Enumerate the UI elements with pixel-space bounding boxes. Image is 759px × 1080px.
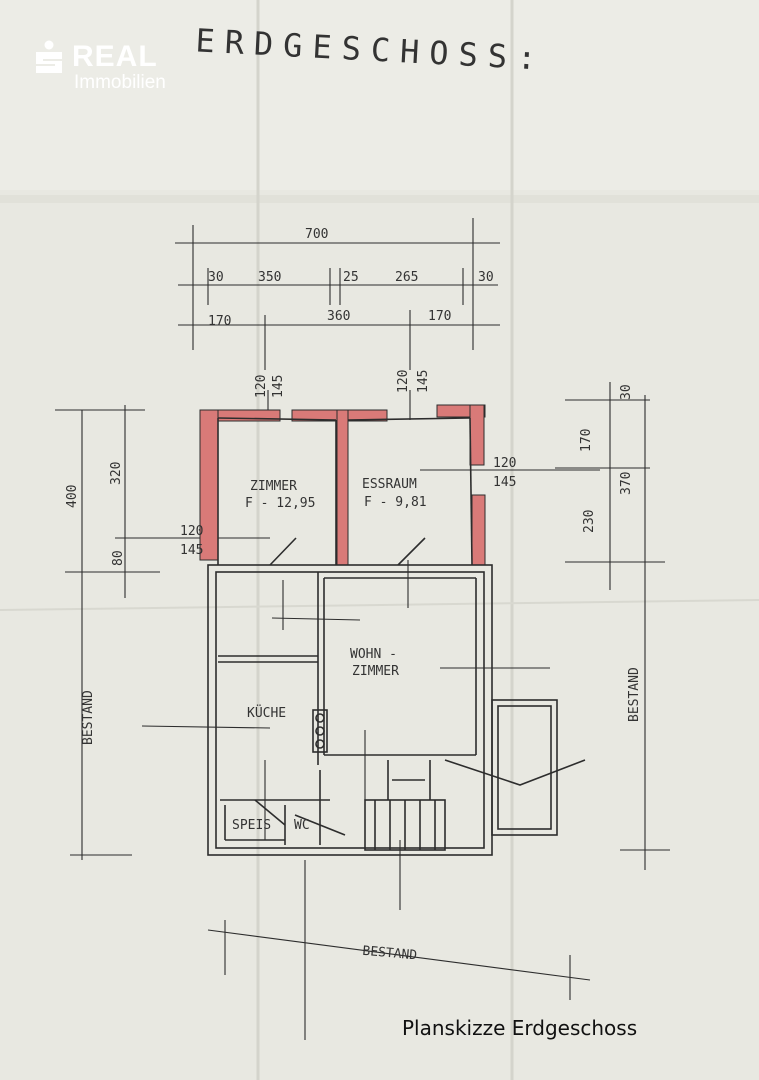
dim-vert-r1: 120 (396, 370, 411, 393)
room-zimmer: ZIMMER (250, 479, 297, 494)
bestand-left: BESTAND (81, 690, 96, 745)
sparkasse-s-icon (36, 40, 62, 73)
dim-vert-l2: 145 (271, 375, 286, 398)
room-wc: WC (294, 818, 310, 833)
dim-vert-l1: 120 (254, 375, 269, 398)
dim-top-e: 30 (478, 270, 494, 285)
logo-brand: REAL (72, 40, 158, 73)
dim-top-g: 360 (327, 309, 350, 324)
dim-top-b: 350 (258, 270, 281, 285)
logo-sub: Immobilien (74, 72, 166, 93)
dim-right-top: 30 (619, 384, 634, 400)
dim-top-d: 265 (395, 270, 418, 285)
room-kueche: KÜCHE (247, 704, 286, 721)
dim-top-a: 30 (208, 270, 224, 285)
dim-left-w1: 120 (180, 524, 203, 539)
dim-top-c: 25 (343, 270, 359, 285)
room-speis: SPEIS (232, 818, 271, 833)
caption: Planskizze Erdgeschoss (402, 1016, 638, 1040)
bestand-right: BESTAND (627, 667, 642, 722)
room-wohn-line1: WOHN - (350, 647, 397, 662)
dim-right-total: 370 (619, 472, 634, 495)
dim-top-total: 700 (305, 227, 328, 242)
room-essraum-area: F - 9,81 (364, 495, 427, 510)
dim-vert-r2: 145 (416, 370, 431, 393)
real-immobilien-logo: REAL Immobilien (32, 40, 166, 94)
dim-left-lower: 80 (111, 550, 126, 566)
dim-left-upper: 320 (109, 462, 124, 485)
dim-right-w2: 145 (493, 475, 516, 490)
room-wohn-line2: ZIMMER (352, 664, 399, 679)
dim-left-total: 400 (65, 485, 80, 508)
dim-top-h: 170 (428, 309, 451, 324)
dim-right-mid: 170 (579, 429, 594, 452)
dim-top-f: 170 (208, 314, 231, 329)
bestand-bottom: BESTAND (362, 944, 418, 964)
dim-right-lower: 230 (582, 510, 597, 533)
room-essraum: ESSRAUM (362, 477, 417, 492)
room-zimmer-area: F - 12,95 (245, 496, 315, 511)
dim-left-w2: 145 (180, 543, 203, 558)
dim-right-w1: 120 (493, 456, 516, 471)
